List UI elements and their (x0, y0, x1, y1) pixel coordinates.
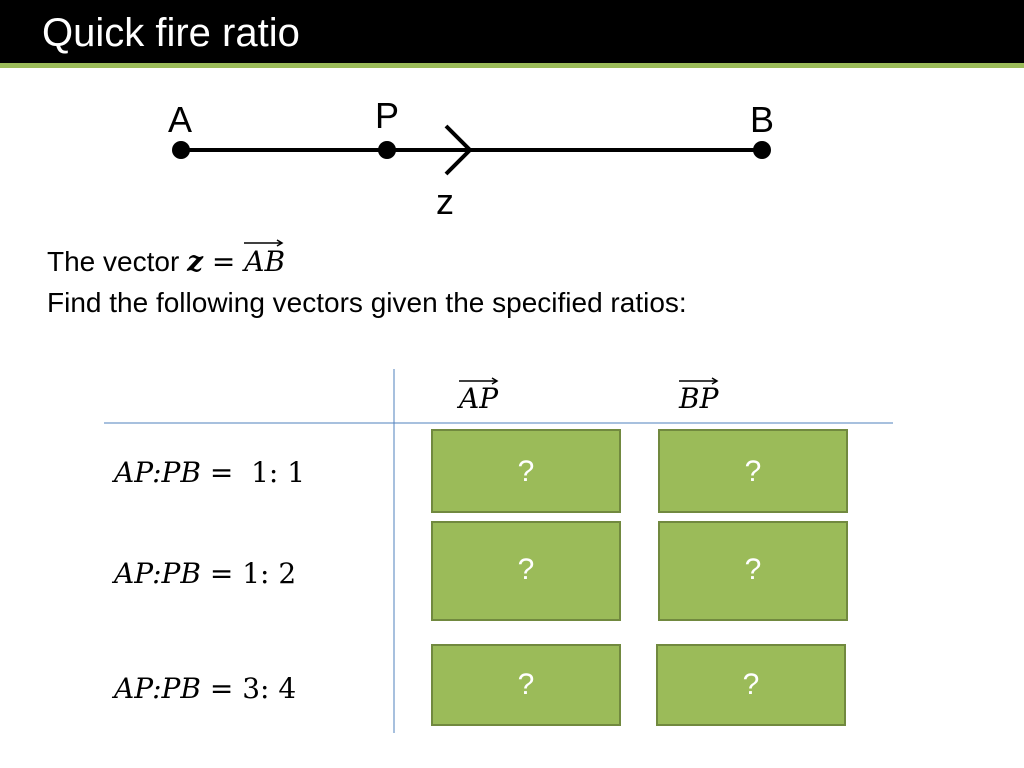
line-segment-diagram (172, 124, 771, 176)
point-a-dot (172, 141, 190, 159)
slide-title: Quick fire ratio (42, 11, 300, 55)
intro-line-2: Find the following vectors given the spe… (47, 287, 687, 318)
point-b-dot (753, 141, 771, 159)
ratio-row-1-label: AP:PB = 1: 1 (114, 456, 306, 489)
point-a-label: A (168, 99, 193, 140)
answer-box-row2-ap[interactable]: ? (431, 521, 621, 621)
ratio-row-3-label: AP:PB = 3: 4 (114, 672, 297, 705)
direction-arrow-icon (444, 124, 473, 176)
point-p-dot (378, 141, 396, 159)
equals-sign: = (202, 245, 245, 278)
answer-box-row1-bp[interactable]: ? (658, 429, 848, 513)
vector-z-label: z (436, 181, 454, 222)
intro-prefix: The vector (47, 246, 188, 277)
answer-box-row1-ap[interactable]: ? (431, 429, 621, 513)
vector-arrow-icon (459, 377, 499, 385)
answer-box-row2-bp[interactable]: ? (658, 521, 848, 621)
answer-box-row3-ap[interactable]: ? (431, 644, 621, 726)
vector-ab-symbol: AB (244, 239, 285, 279)
vector-arrow-icon (679, 377, 719, 385)
answer-box-row3-bp[interactable]: ? (656, 644, 846, 726)
column-header-ap: AP (459, 377, 499, 415)
intro-line-1: The vector z = AB (47, 239, 285, 279)
column-header-bp: BP (679, 377, 719, 415)
point-b-label: B (750, 99, 775, 140)
vector-z-symbol: z (187, 245, 203, 278)
vector-arrow-icon (244, 239, 284, 247)
ratio-row-2-label: AP:PB = 1: 2 (114, 557, 297, 590)
point-p-label: P (375, 95, 400, 136)
title-bar: Quick fire ratio (0, 0, 1024, 68)
